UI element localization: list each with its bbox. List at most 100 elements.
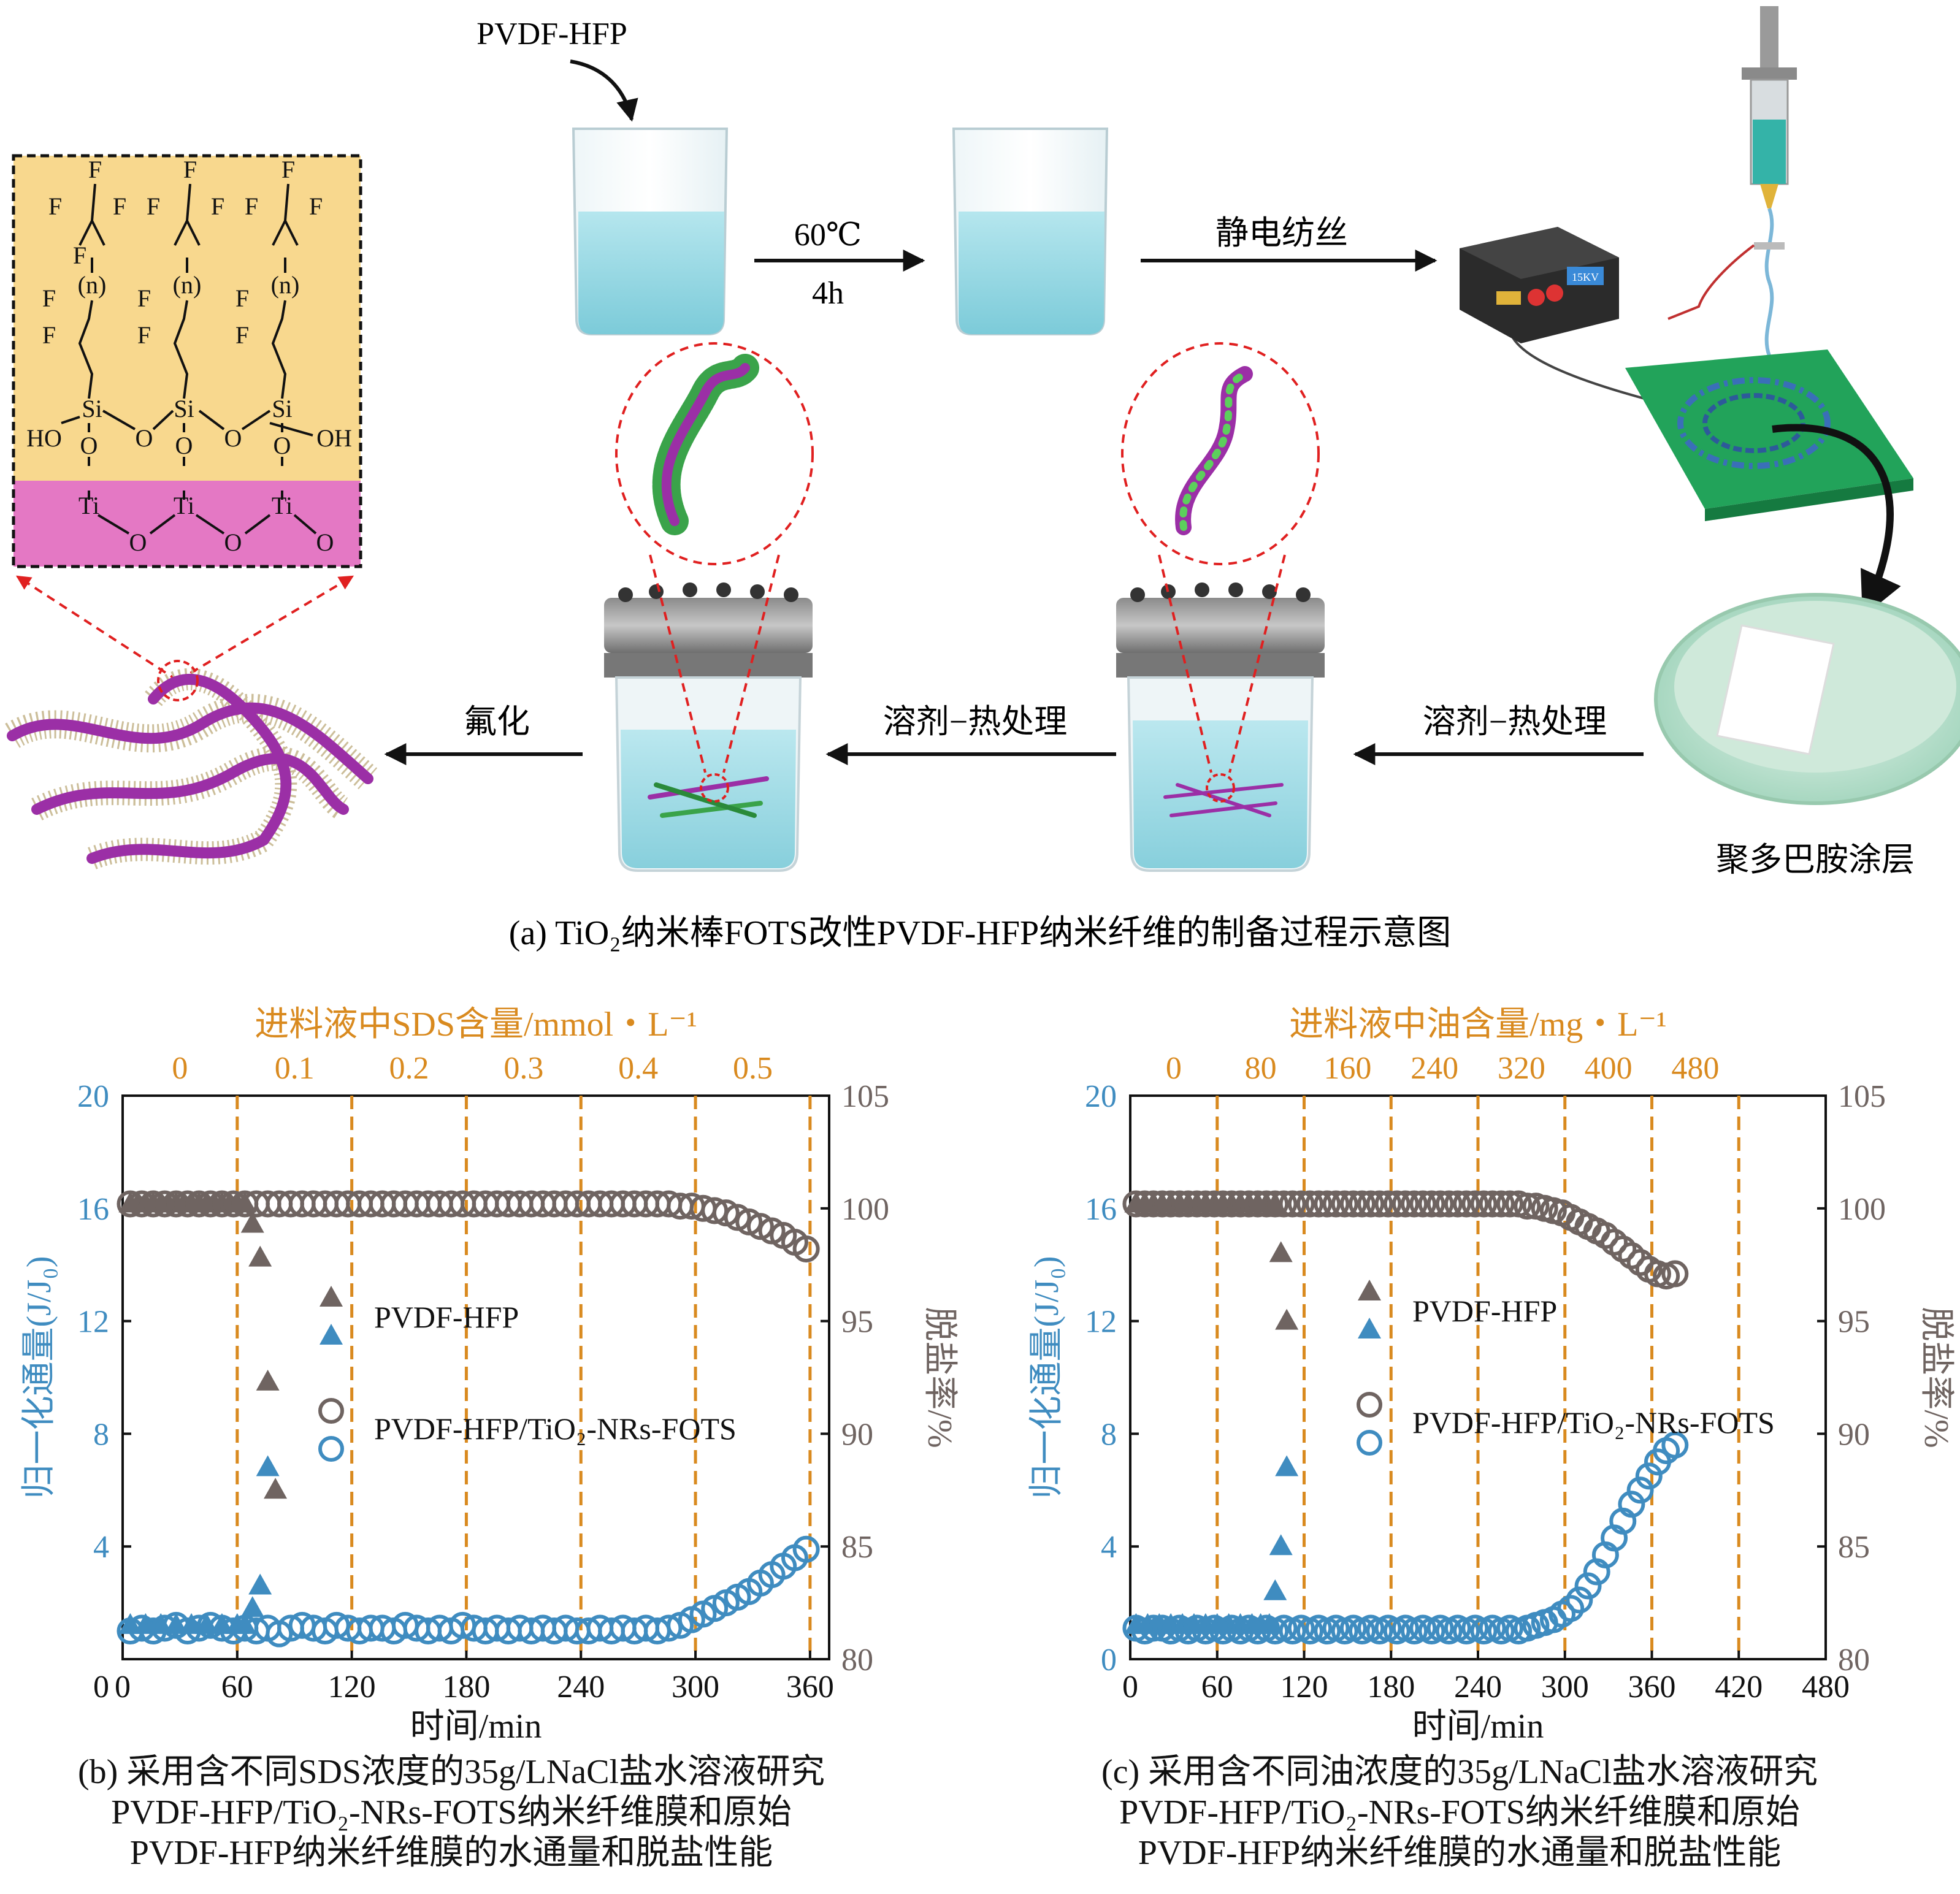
data-point-circle: [1525, 1614, 1548, 1637]
data-point-circle: [130, 1616, 153, 1640]
data-point-circle: [1124, 1192, 1147, 1215]
data-point-circle: [508, 1192, 532, 1215]
data-point-circle: [1333, 1192, 1357, 1215]
data-point-triangle: [1136, 1613, 1159, 1634]
data-point-circle: [565, 1619, 589, 1643]
data-point-triangle: [195, 1613, 218, 1634]
data-point-triangle: [1159, 1613, 1182, 1634]
data-point-triangle: [1177, 1191, 1200, 1212]
data-point-circle: [714, 1591, 738, 1614]
data-point-circle: [668, 1194, 692, 1218]
data-point-circle: [1168, 1192, 1191, 1215]
data-point-circle: [554, 1192, 577, 1215]
data-point-triangle: [180, 1613, 203, 1634]
data-point-circle: [760, 1563, 784, 1586]
data-point-circle: [245, 1619, 268, 1643]
data-point-circle: [313, 1192, 337, 1215]
data-point-circle: [1133, 1619, 1157, 1643]
legend-marker-circle: [1358, 1432, 1380, 1454]
data-point-circle: [176, 1192, 199, 1215]
data-point-circle: [370, 1192, 394, 1215]
data-point-triangle: [1275, 1309, 1298, 1330]
atom-f: F: [88, 156, 102, 183]
y-left-axis-title: 归一化通量(J/J₀): [1028, 1256, 1066, 1499]
data-point-triangle: [1185, 1191, 1209, 1212]
data-point-circle: [153, 1192, 176, 1215]
data-point-circle: [726, 1206, 749, 1229]
data-point-triangle: [1249, 1613, 1273, 1634]
data-point-circle: [348, 1619, 371, 1643]
y-right-tick-label: 105: [1838, 1079, 1886, 1114]
x-tick-label: 480: [1802, 1670, 1850, 1705]
plot-frame: [1130, 1096, 1826, 1659]
data-point-circle: [118, 1619, 142, 1643]
y-right-tick-label: 80: [1838, 1643, 1870, 1678]
data-point-circle: [1542, 1199, 1565, 1222]
data-point-circle: [428, 1192, 451, 1215]
top-axis-title: 进料液中油含量/mg・L⁻¹: [1289, 1006, 1667, 1044]
data-point-triangle: [218, 1191, 241, 1212]
chart-c-root: 060120180240300360420480时间/min048121620归…: [1028, 1006, 1955, 1872]
hv-power-supply: 15KV: [1460, 227, 1619, 343]
data-point-triangle: [157, 1191, 180, 1212]
y-right-tick-label: 105: [841, 1079, 889, 1114]
panel-caption-line: PVDF-HFP纳米纤维膜的水通量和脱盐性能: [130, 1834, 773, 1872]
data-point-triangle: [1269, 1534, 1293, 1555]
data-point-triangle: [195, 1191, 218, 1212]
atom-ti: Ti: [272, 492, 293, 519]
data-point-circle: [497, 1619, 520, 1643]
data-point-triangle: [126, 1191, 150, 1212]
data-point-triangle: [1150, 1191, 1174, 1212]
data-point-circle: [1281, 1619, 1304, 1643]
data-point-triangle: [1263, 1579, 1287, 1600]
data-point-circle: [1394, 1616, 1417, 1640]
data-point-triangle: [142, 1191, 165, 1212]
data-point-circle: [1594, 1543, 1617, 1567]
data-point-circle: [1368, 1619, 1391, 1643]
data-point-circle: [485, 1192, 508, 1215]
data-point-circle: [1455, 1619, 1478, 1643]
data-point-circle: [1142, 1192, 1165, 1215]
data-point-triangle: [1220, 1191, 1243, 1212]
data-point-circle: [474, 1619, 497, 1643]
data-point-circle: [611, 1192, 635, 1215]
data-point-circle: [1437, 1192, 1461, 1215]
y-right-tick-label: 90: [1838, 1417, 1870, 1452]
data-point-circle: [519, 1192, 543, 1215]
atom-f: F: [235, 284, 249, 312]
data-point-circle: [245, 1192, 268, 1215]
atom-f: F: [183, 156, 197, 183]
x-tick-label: 240: [557, 1670, 605, 1705]
y-right-tick-label: 85: [1838, 1530, 1870, 1565]
top-axis-tick-label: 0.2: [389, 1051, 429, 1086]
data-point-triangle: [188, 1191, 211, 1212]
data-point-triangle: [118, 1613, 142, 1634]
data-point-circle: [1142, 1616, 1165, 1640]
data-point-circle: [1350, 1619, 1374, 1643]
data-point-triangle: [1263, 1196, 1287, 1217]
pvdf-hfp-label: PVDF-HFP: [477, 17, 627, 52]
data-point-circle: [416, 1619, 440, 1643]
data-point-triangle: [1159, 1191, 1182, 1212]
atom-f: F: [147, 193, 160, 220]
data-point-circle: [394, 1192, 417, 1215]
data-point-circle: [188, 1192, 211, 1215]
data-point-circle: [153, 1616, 176, 1640]
data-point-triangle: [241, 1212, 264, 1233]
data-point-circle: [1385, 1619, 1409, 1643]
data-point-circle: [737, 1580, 760, 1603]
data-point-circle: [405, 1192, 428, 1215]
data-point-circle: [1481, 1616, 1504, 1640]
atom-ti: Ti: [78, 492, 99, 519]
data-point-circle: [1263, 1619, 1287, 1643]
x-tick-label: 300: [672, 1670, 719, 1705]
data-point-circle: [462, 1616, 486, 1640]
y-left-axis-title: 归一化通量(J/J₀): [20, 1256, 58, 1499]
data-point-circle: [1420, 1619, 1443, 1643]
data-point-triangle: [210, 1191, 234, 1212]
top-axis-tick-label: 320: [1498, 1051, 1545, 1086]
top-axis-tick-label: 0.1: [275, 1051, 315, 1086]
electrospinning-label: 静电纺丝: [1215, 215, 1348, 251]
data-point-circle: [267, 1622, 291, 1646]
data-point-circle: [279, 1192, 302, 1215]
